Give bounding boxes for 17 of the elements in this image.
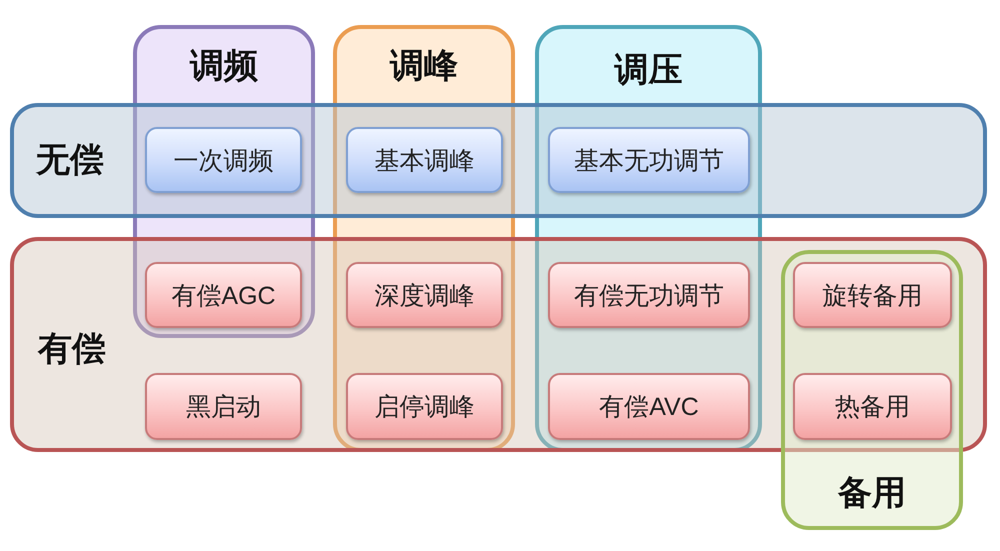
service-box: 有偿AGC — [145, 262, 302, 328]
column-heading: 备用 — [836, 475, 907, 511]
service-box: 基本调峰 — [346, 127, 503, 193]
service-box: 有偿无功调节 — [548, 262, 750, 328]
column-heading: 调频 — [188, 48, 259, 84]
service-box: 黑启动 — [145, 373, 302, 440]
service-box: 旋转备用 — [793, 262, 952, 328]
service-box: 有偿AVC — [548, 373, 750, 440]
row-heading: 无偿 — [34, 142, 105, 178]
service-box: 启停调峰 — [346, 373, 503, 440]
service-box: 深度调峰 — [346, 262, 503, 328]
column-heading: 调峰 — [388, 48, 459, 84]
service-box: 热备用 — [793, 373, 952, 440]
row-heading: 有偿 — [36, 331, 107, 367]
service-box: 一次调频 — [145, 127, 302, 193]
column-heading: 调压 — [613, 52, 684, 88]
service-box: 基本无功调节 — [548, 127, 750, 193]
